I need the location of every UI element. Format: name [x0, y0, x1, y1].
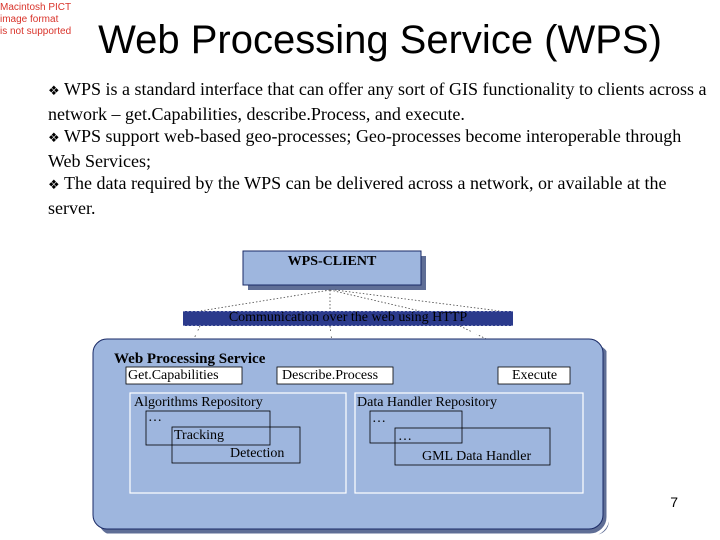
- diamond-bullet-icon: ❖: [48, 178, 60, 193]
- bullet-text: The data required by the WPS can be deli…: [48, 173, 667, 218]
- gml-data-handler-label: GML Data Handler: [422, 449, 532, 464]
- diamond-bullet-icon: ❖: [48, 84, 60, 99]
- get-capabilities-label: Get.Capabilities: [128, 368, 219, 383]
- placeholder-line: Macintosh PICT: [0, 2, 72, 13]
- detection-label: Detection: [230, 446, 285, 461]
- algorithms-ellipsis: …: [148, 410, 162, 425]
- data-handler-repository-label: Data Handler Repository: [357, 395, 497, 410]
- data-handler-ellipsis: …: [372, 411, 386, 426]
- service-label: Web Processing Service: [114, 351, 266, 367]
- data-handler-ellipsis: …: [398, 429, 412, 444]
- tracking-label: Tracking: [174, 428, 225, 443]
- execute-label: Execute: [512, 368, 558, 383]
- bullet-item: ❖The data required by the WPS can be del…: [48, 172, 708, 219]
- client-label: WPS-CLIENT: [287, 254, 377, 269]
- unsupported-image-placeholder: Macintosh PICT image format is not suppo…: [0, 2, 72, 38]
- diamond-bullet-icon: ❖: [48, 131, 60, 146]
- bullet-list: ❖WPS is a standard interface that can of…: [48, 78, 708, 219]
- slide-title: Web Processing Service (WPS): [98, 18, 662, 62]
- describe-process-label: Describe.Process: [282, 368, 379, 383]
- placeholder-line: image format: [0, 14, 59, 25]
- bullet-item: ❖WPS is a standard interface that can of…: [48, 78, 708, 125]
- bullet-text: WPS is a standard interface that can off…: [48, 79, 707, 124]
- client-connectors: [199, 289, 501, 312]
- algorithms-repository-label: Algorithms Repository: [134, 395, 263, 410]
- communication-label: Communication over the web using HTTP: [228, 310, 468, 325]
- bullet-item: ❖WPS support web-based geo-processes; Ge…: [48, 125, 708, 172]
- bullet-text: WPS support web-based geo-processes; Geo…: [48, 126, 682, 171]
- slide-number: 7: [670, 494, 678, 510]
- placeholder-line: is not supported: [0, 26, 72, 37]
